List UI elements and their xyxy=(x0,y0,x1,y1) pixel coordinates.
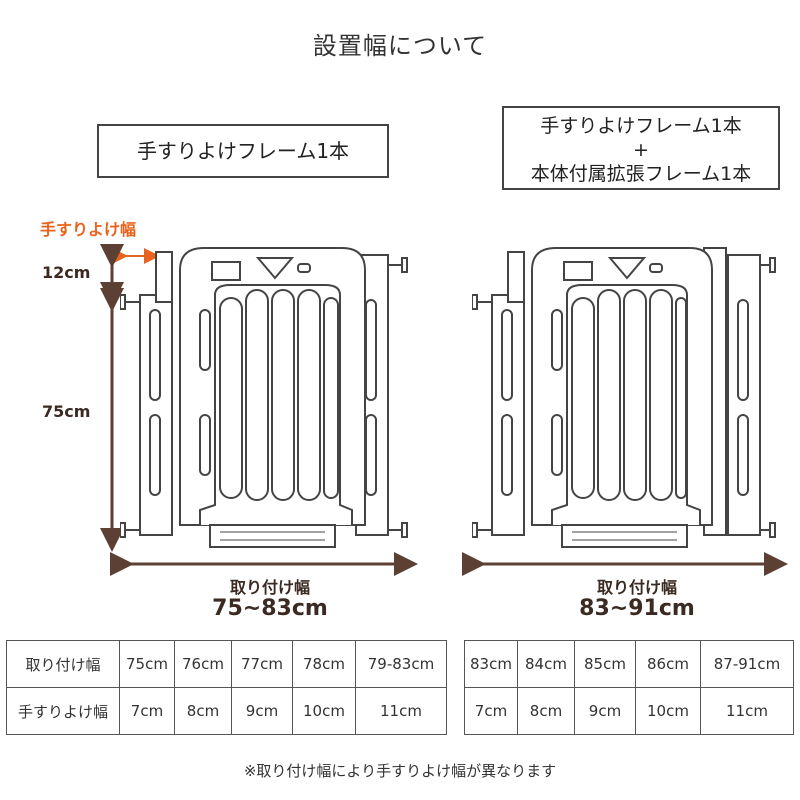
table-cell: 9cm xyxy=(231,687,293,735)
table-cell: 85cm xyxy=(574,640,636,688)
table-cell: 83cm xyxy=(464,640,518,688)
dim-top-label: 12cm xyxy=(42,263,91,282)
right-width-value: 83~91cm xyxy=(579,596,695,621)
table-cell: 76cm xyxy=(174,640,232,688)
right-frame-box: 手すりよけフレーム1本 + 本体付属拡張フレーム1本 xyxy=(502,106,780,190)
table-cell: 11cm xyxy=(355,687,447,735)
left-frame-label: 手すりよけフレーム1本 xyxy=(136,139,350,163)
table-header-mount-width: 取り付け幅 xyxy=(6,640,120,688)
table-cell: 8cm xyxy=(517,687,575,735)
left-frame-box: 手すりよけフレーム1本 xyxy=(97,124,389,178)
table-cell: 9cm xyxy=(574,687,636,735)
right-frame-plus: + xyxy=(633,139,649,161)
table-row: 手すりよけ幅 7cm 8cm 9cm 10cm 11cm xyxy=(6,687,447,735)
table-row: 7cm 8cm 9cm 10cm 11cm xyxy=(464,687,794,735)
table-cell: 78cm xyxy=(292,640,356,688)
page-title: 設置幅について xyxy=(312,32,488,60)
table-header-handrail-width: 手すりよけ幅 xyxy=(6,687,120,735)
dim-main-label: 75cm xyxy=(42,402,91,421)
right-gate-illustration xyxy=(472,247,776,548)
right-frame-label-2: 本体付属拡張フレーム1本 xyxy=(530,163,752,185)
table-cell: 7cm xyxy=(119,687,175,735)
table-cell: 86cm xyxy=(635,640,701,688)
table-cell: 75cm xyxy=(119,640,175,688)
table-row: 取り付け幅 75cm 76cm 77cm 78cm 79-83cm xyxy=(6,640,447,688)
table-cell: 87-91cm xyxy=(700,640,794,688)
left-width-value: 75~83cm xyxy=(212,596,328,621)
table-cell: 77cm xyxy=(231,640,293,688)
left-size-table: 取り付け幅 75cm 76cm 77cm 78cm 79-83cm 手すりよけ幅… xyxy=(6,640,447,735)
right-frame-label-1: 手すりよけフレーム1本 xyxy=(540,115,742,137)
table-cell: 7cm xyxy=(464,687,518,735)
table-cell: 8cm xyxy=(174,687,232,735)
left-gate-illustration xyxy=(120,247,408,548)
left-width-label: 取り付け幅 xyxy=(229,578,310,597)
footnote: ※取り付け幅により手すりよけ幅が異なります xyxy=(243,762,557,780)
table-row: 83cm 84cm 85cm 86cm 87-91cm xyxy=(464,640,794,688)
table-cell: 10cm xyxy=(292,687,356,735)
table-cell: 11cm xyxy=(700,687,794,735)
table-cell: 79-83cm xyxy=(355,640,447,688)
handrail-width-label: 手すりよけ幅 xyxy=(40,220,137,239)
right-size-table: 83cm 84cm 85cm 86cm 87-91cm 7cm 8cm 9cm … xyxy=(464,640,794,735)
right-width-label: 取り付け幅 xyxy=(596,578,677,597)
table-cell: 84cm xyxy=(517,640,575,688)
table-cell: 10cm xyxy=(635,687,701,735)
